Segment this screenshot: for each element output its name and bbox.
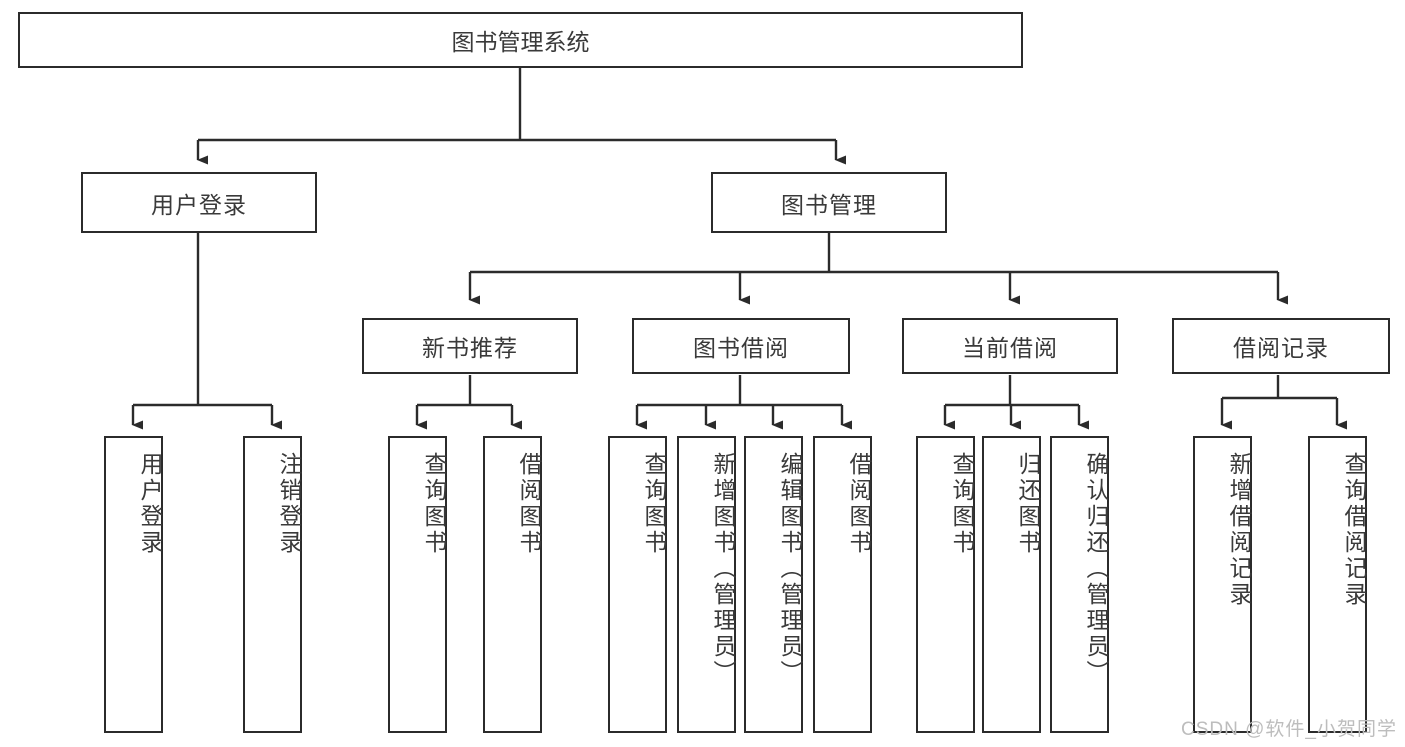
leaf-current-query-book-label: 查询图书 <box>949 452 975 556</box>
leaf-recommend-query-book[interactable]: 查询图书 <box>388 436 447 733</box>
leaf-borrow-add-book[interactable]: 新增图书（管理员） <box>677 436 736 733</box>
node-borrow-record[interactable]: 借阅记录 <box>1172 318 1390 374</box>
leaf-record-query-record[interactable]: 查询借阅记录 <box>1308 436 1367 733</box>
leaf-current-confirm-return-label: 确认归还（管理员） <box>1083 452 1109 686</box>
leaf-user-login-login[interactable]: 用户登录 <box>104 436 163 733</box>
leaf-current-confirm-return[interactable]: 确认归还（管理员） <box>1050 436 1109 733</box>
leaf-recommend-borrow-book[interactable]: 借阅图书 <box>483 436 542 733</box>
leaf-current-return-book-label: 归还图书 <box>1015 452 1041 556</box>
watermark-text: CSDN @软件_小贺同学 <box>1181 719 1397 740</box>
leaf-record-add-record-label: 新增借阅记录 <box>1226 452 1252 608</box>
node-book-borrow-label: 图书借阅 <box>693 335 789 361</box>
leaf-borrow-borrow-book-label: 借阅图书 <box>846 452 872 556</box>
leaf-borrow-edit-book[interactable]: 编辑图书（管理员） <box>744 436 803 733</box>
leaf-recommend-borrow-book-label: 借阅图书 <box>516 452 542 556</box>
node-current-borrow-label: 当前借阅 <box>962 335 1058 361</box>
node-user-login[interactable]: 用户登录 <box>81 172 317 233</box>
node-new-book-recommend[interactable]: 新书推荐 <box>362 318 578 374</box>
leaf-record-query-record-label: 查询借阅记录 <box>1341 452 1367 608</box>
leaf-recommend-query-book-label: 查询图书 <box>421 452 447 556</box>
leaf-record-add-record[interactable]: 新增借阅记录 <box>1193 436 1252 733</box>
node-book-borrow[interactable]: 图书借阅 <box>632 318 850 374</box>
leaf-current-return-book[interactable]: 归还图书 <box>982 436 1041 733</box>
node-book-management[interactable]: 图书管理 <box>711 172 947 233</box>
node-root-label: 图书管理系统 <box>451 29 590 55</box>
node-new-book-recommend-label: 新书推荐 <box>422 335 518 361</box>
node-borrow-record-label: 借阅记录 <box>1233 335 1329 361</box>
leaf-current-query-book[interactable]: 查询图书 <box>916 436 975 733</box>
leaf-borrow-add-book-label: 新增图书（管理员） <box>710 452 736 686</box>
leaf-borrow-query-book-label: 查询图书 <box>641 452 667 556</box>
leaf-borrow-query-book[interactable]: 查询图书 <box>608 436 667 733</box>
leaf-user-login-logout-label: 注销登录 <box>276 452 302 556</box>
node-book-management-label: 图书管理 <box>781 191 877 218</box>
leaf-user-login-login-label: 用户登录 <box>137 452 163 556</box>
leaf-borrow-borrow-book[interactable]: 借阅图书 <box>813 436 872 733</box>
leaf-borrow-edit-book-label: 编辑图书（管理员） <box>777 452 803 686</box>
node-current-borrow[interactable]: 当前借阅 <box>902 318 1118 374</box>
node-user-login-label: 用户登录 <box>151 191 247 218</box>
leaf-user-login-logout[interactable]: 注销登录 <box>243 436 302 733</box>
node-root[interactable]: 图书管理系统 <box>18 12 1023 68</box>
